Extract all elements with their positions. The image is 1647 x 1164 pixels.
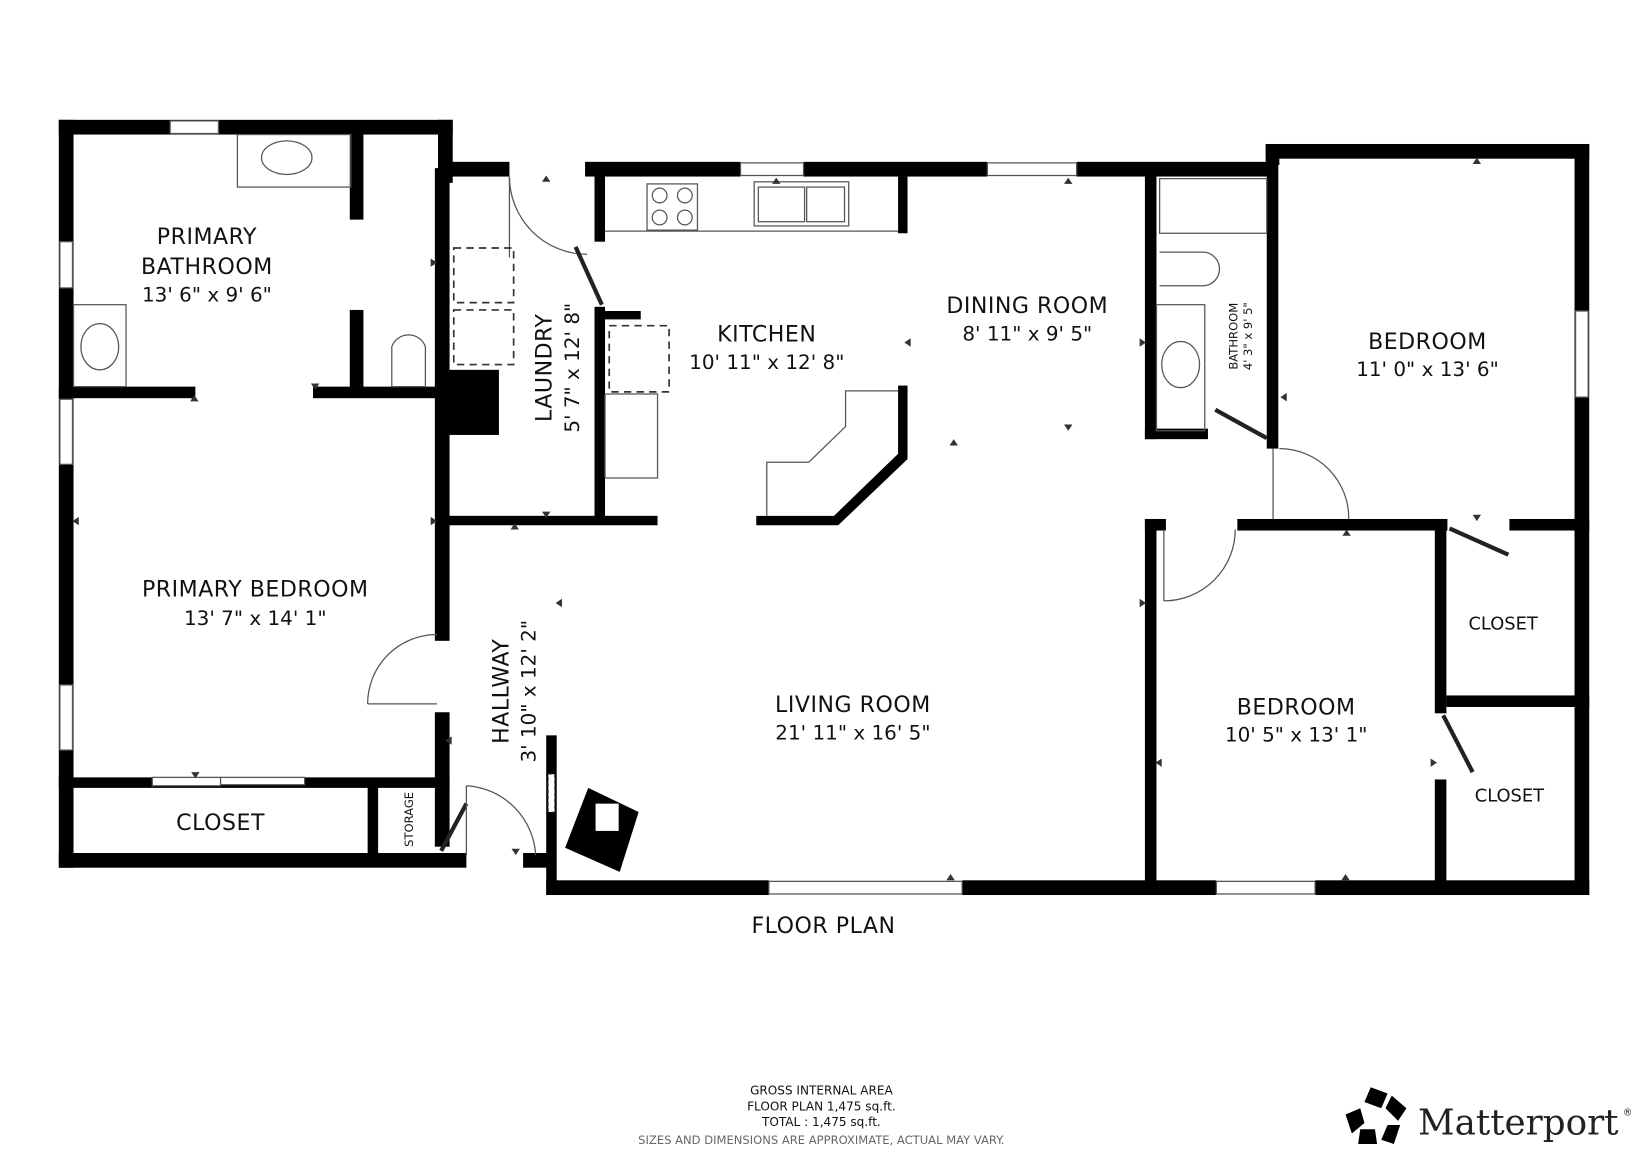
room-primary-bedroom: PRIMARY BEDROOM 13' 7" x 14' 1" xyxy=(142,578,369,630)
room-name: DINING ROOM xyxy=(946,294,1108,319)
room-closet-primary: CLOSET xyxy=(176,811,265,836)
room-dimensions: 8' 11" x 9' 5" xyxy=(962,321,1092,345)
disclaimer: SIZES AND DIMENSIONS ARE APPROXIMATE, AC… xyxy=(638,1133,1004,1147)
direction-markers xyxy=(72,157,1482,881)
room-laundry: LAUNDRY 5' 7" x 12' 8" xyxy=(532,303,583,433)
floor-plan-area: FLOOR PLAN 1,475 sq.ft. xyxy=(747,1099,896,1113)
windows xyxy=(59,120,1589,895)
room-kitchen: KITCHEN 10' 11" x 12' 8" xyxy=(689,322,844,373)
room-dimensions: 10' 5" x 13' 1" xyxy=(1225,723,1368,747)
area-heading: GROSS INTERNAL AREA xyxy=(750,1084,893,1098)
room-dimensions: 3' 10" x 12' 2" xyxy=(517,620,541,763)
room-dimensions: 13' 7" x 14' 1" xyxy=(184,606,327,630)
room-dimensions: 5' 7" x 12' 8" xyxy=(560,303,584,433)
room-name: BEDROOM xyxy=(1237,695,1356,720)
doors xyxy=(367,176,1510,856)
room-name: LIVING ROOM xyxy=(775,693,931,718)
room-name: STORAGE xyxy=(402,792,416,847)
room-name: HALLWAY xyxy=(489,639,514,744)
room-storage: STORAGE xyxy=(402,792,416,847)
room-living-room: LIVING ROOM 21' 11" x 16' 5" xyxy=(775,693,931,744)
fixtures xyxy=(72,133,1268,872)
room-name: PRIMARY BEDROOM xyxy=(142,578,369,603)
room-dimensions: 4' 3" x 9' 5" xyxy=(1241,302,1255,370)
area-summary: GROSS INTERNAL AREA FLOOR PLAN 1,475 sq.… xyxy=(638,1084,1004,1147)
room-bedroom-1: BEDROOM 11' 0" x 13' 6" xyxy=(1356,330,1499,381)
room-name: CLOSET xyxy=(1468,613,1537,634)
room-name: BEDROOM xyxy=(1368,330,1487,355)
room-hallway: HALLWAY 3' 10" x 12' 2" xyxy=(489,620,540,763)
brand-name: Matterport xyxy=(1418,1103,1619,1144)
registered-mark: ® xyxy=(1623,1108,1632,1119)
plan-title: FLOOR PLAN xyxy=(751,914,895,939)
room-dimensions: 21' 11" x 16' 5" xyxy=(775,721,930,745)
room-bedroom-2: BEDROOM 10' 5" x 13' 1" xyxy=(1225,695,1368,746)
total-area: TOTAL : 1,475 sq.ft. xyxy=(761,1115,881,1129)
room-dimensions: 11' 0" x 13' 6" xyxy=(1356,357,1499,381)
brand-logo: Matterport ® xyxy=(1345,1087,1632,1144)
room-closet-right-bottom: CLOSET xyxy=(1475,786,1544,807)
room-dimensions: 13' 6" x 9' 6" xyxy=(142,283,272,307)
room-name: CLOSET xyxy=(1475,786,1544,807)
room-name: BATHROOM xyxy=(141,255,273,280)
room-name: BATHROOM xyxy=(1226,303,1240,370)
matterport-star-icon xyxy=(1345,1087,1407,1144)
room-dining-room: DINING ROOM 8' 11" x 9' 5" xyxy=(946,294,1108,345)
room-name: CLOSET xyxy=(176,811,265,836)
room-dimensions: 10' 11" x 12' 8" xyxy=(689,350,844,374)
room-name: KITCHEN xyxy=(717,322,816,347)
room-bathroom: BATHROOM 4' 3" x 9' 5" xyxy=(1226,302,1255,370)
room-closet-right-top: CLOSET xyxy=(1468,613,1537,634)
room-primary-bathroom: PRIMARY BATHROOM 13' 6" x 9' 6" xyxy=(141,225,273,307)
room-name: PRIMARY xyxy=(157,225,257,250)
room-name: LAUNDRY xyxy=(532,313,557,422)
